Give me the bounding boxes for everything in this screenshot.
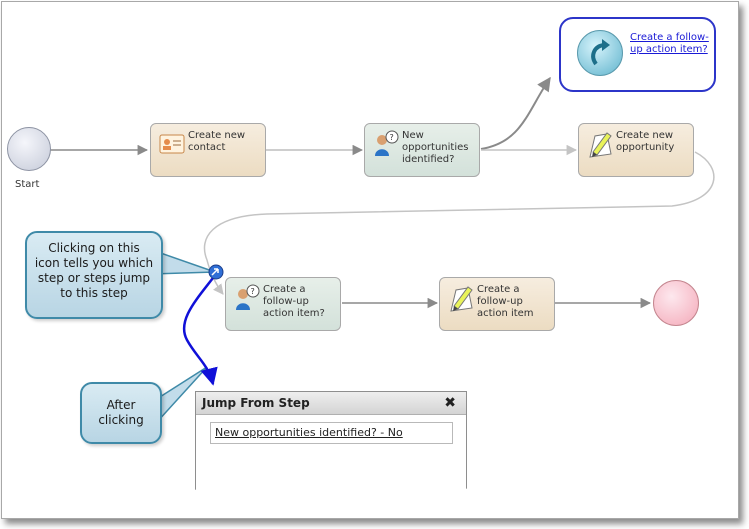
canvas-frame: Start Create new contact ? New opportuni…	[1, 1, 739, 519]
decision-create-followup[interactable]: ? Create a follow-up action item?	[225, 277, 341, 331]
start-event[interactable]	[7, 127, 51, 171]
callout-line: clicking	[98, 413, 144, 427]
end-event[interactable]	[653, 280, 699, 326]
popup-title: Jump From Step	[202, 396, 310, 410]
callout-line: Clicking on this	[48, 241, 140, 255]
task-label: Create a follow-up action item	[477, 284, 534, 319]
callout-line: to this step	[60, 286, 128, 300]
decision-label: Create a follow-up action item?	[263, 284, 325, 319]
followup-highlight-box: Create a follow-up action item?	[559, 17, 716, 92]
blue-jump-arrow	[182, 273, 218, 386]
callout-line: icon tells you which	[34, 256, 154, 270]
start-label: Start	[15, 179, 40, 190]
task-create-followup-item[interactable]: Create a follow-up action item	[439, 277, 555, 331]
pencil-paper-icon	[589, 132, 612, 158]
callout-line: After	[106, 398, 136, 412]
contact-card-icon	[159, 134, 185, 154]
jump-from-step-popup: Jump From Step ✖ New opportunities ident…	[195, 391, 467, 492]
jump-source-link[interactable]: New opportunities identified? - No	[215, 426, 403, 439]
popup-header: Jump From Step ✖	[196, 392, 466, 415]
decision-label: New opportunities identified?	[402, 130, 469, 165]
task-label: Create new contact	[188, 130, 246, 153]
task-create-new-opportunity[interactable]: Create new opportunity	[578, 123, 694, 177]
callout-after-clicking: After clicking	[80, 382, 162, 444]
jump-indicator-icon[interactable]	[208, 264, 224, 280]
svg-text:?: ?	[390, 133, 394, 142]
redo-arrow-glyph	[591, 39, 610, 66]
callout-line: step or steps jump	[37, 271, 151, 285]
pencil-paper-icon	[450, 286, 473, 312]
close-icon[interactable]: ✖	[444, 395, 456, 411]
task-label: Create new opportunity	[616, 130, 675, 153]
decision-new-opportunities[interactable]: ? New opportunities identified?	[364, 123, 480, 177]
callout-icon-tip: Clicking on this icon tells you which st…	[25, 231, 163, 319]
redo-arrow-icon[interactable]	[577, 30, 623, 76]
task-create-new-contact[interactable]: Create new contact	[150, 123, 266, 177]
svg-text:?: ?	[251, 287, 255, 296]
connector-decision-to-followup-box	[480, 76, 551, 150]
person-question-icon: ?	[236, 284, 260, 310]
person-question-icon: ?	[375, 130, 399, 156]
jump-source-entry: New opportunities identified? - No	[210, 422, 453, 444]
followup-link[interactable]: Create a follow-up action item?	[630, 32, 709, 55]
